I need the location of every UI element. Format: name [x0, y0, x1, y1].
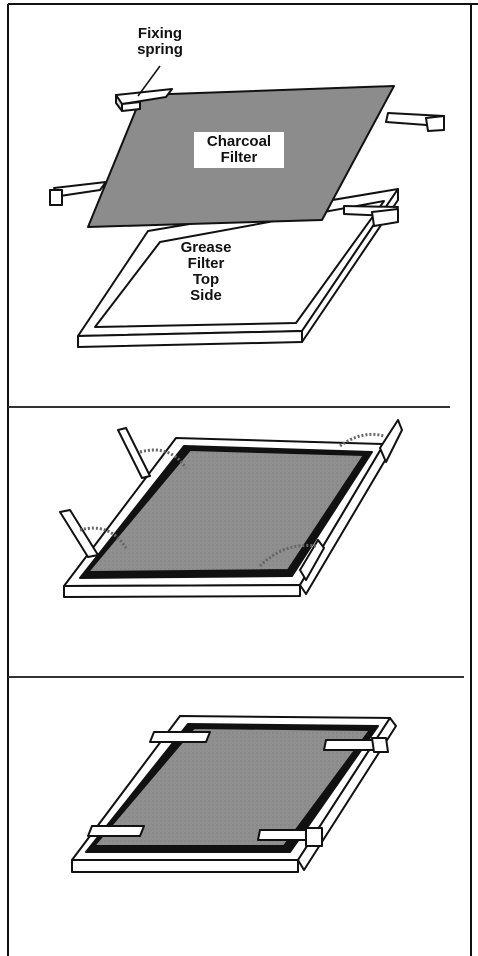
- fixing-spring-label-line2: spring: [120, 42, 200, 58]
- clip-top-right: [380, 420, 402, 462]
- grease-filter-label-line3: Top: [166, 272, 246, 288]
- charcoal-filter-label: Charcoal Filter: [194, 132, 284, 168]
- grease-filter-label-line1: Grease: [166, 240, 246, 256]
- grease-filter-label-line2: Filter: [166, 256, 246, 272]
- clip-top-right-tab: [372, 738, 388, 752]
- clip-top-left: [118, 428, 150, 478]
- fixing-spring-label-line1: Fixing: [120, 26, 200, 42]
- assembled-frame-2: [64, 438, 390, 597]
- grease-filter-label-line4: Side: [166, 288, 246, 304]
- clip-bottom-left-fixed: [88, 826, 144, 836]
- grease-filter-label: Grease Filter Top Side: [166, 240, 246, 304]
- clip-top-left-fixed: [150, 732, 210, 742]
- panel-clips-rotating-view: [60, 420, 402, 597]
- clip-bottom-left: [60, 510, 98, 557]
- fixing-spring-label: Fixing spring: [120, 26, 200, 58]
- clip-bottom-right-tab: [306, 828, 322, 846]
- panel-exploded-view: [50, 66, 444, 347]
- fixing-spring-top-right: [386, 113, 444, 131]
- panel-assembled-view: [72, 716, 396, 872]
- charcoal-filter-label-line1: Charcoal: [194, 134, 284, 150]
- charcoal-filter-label-line2: Filter: [194, 150, 284, 166]
